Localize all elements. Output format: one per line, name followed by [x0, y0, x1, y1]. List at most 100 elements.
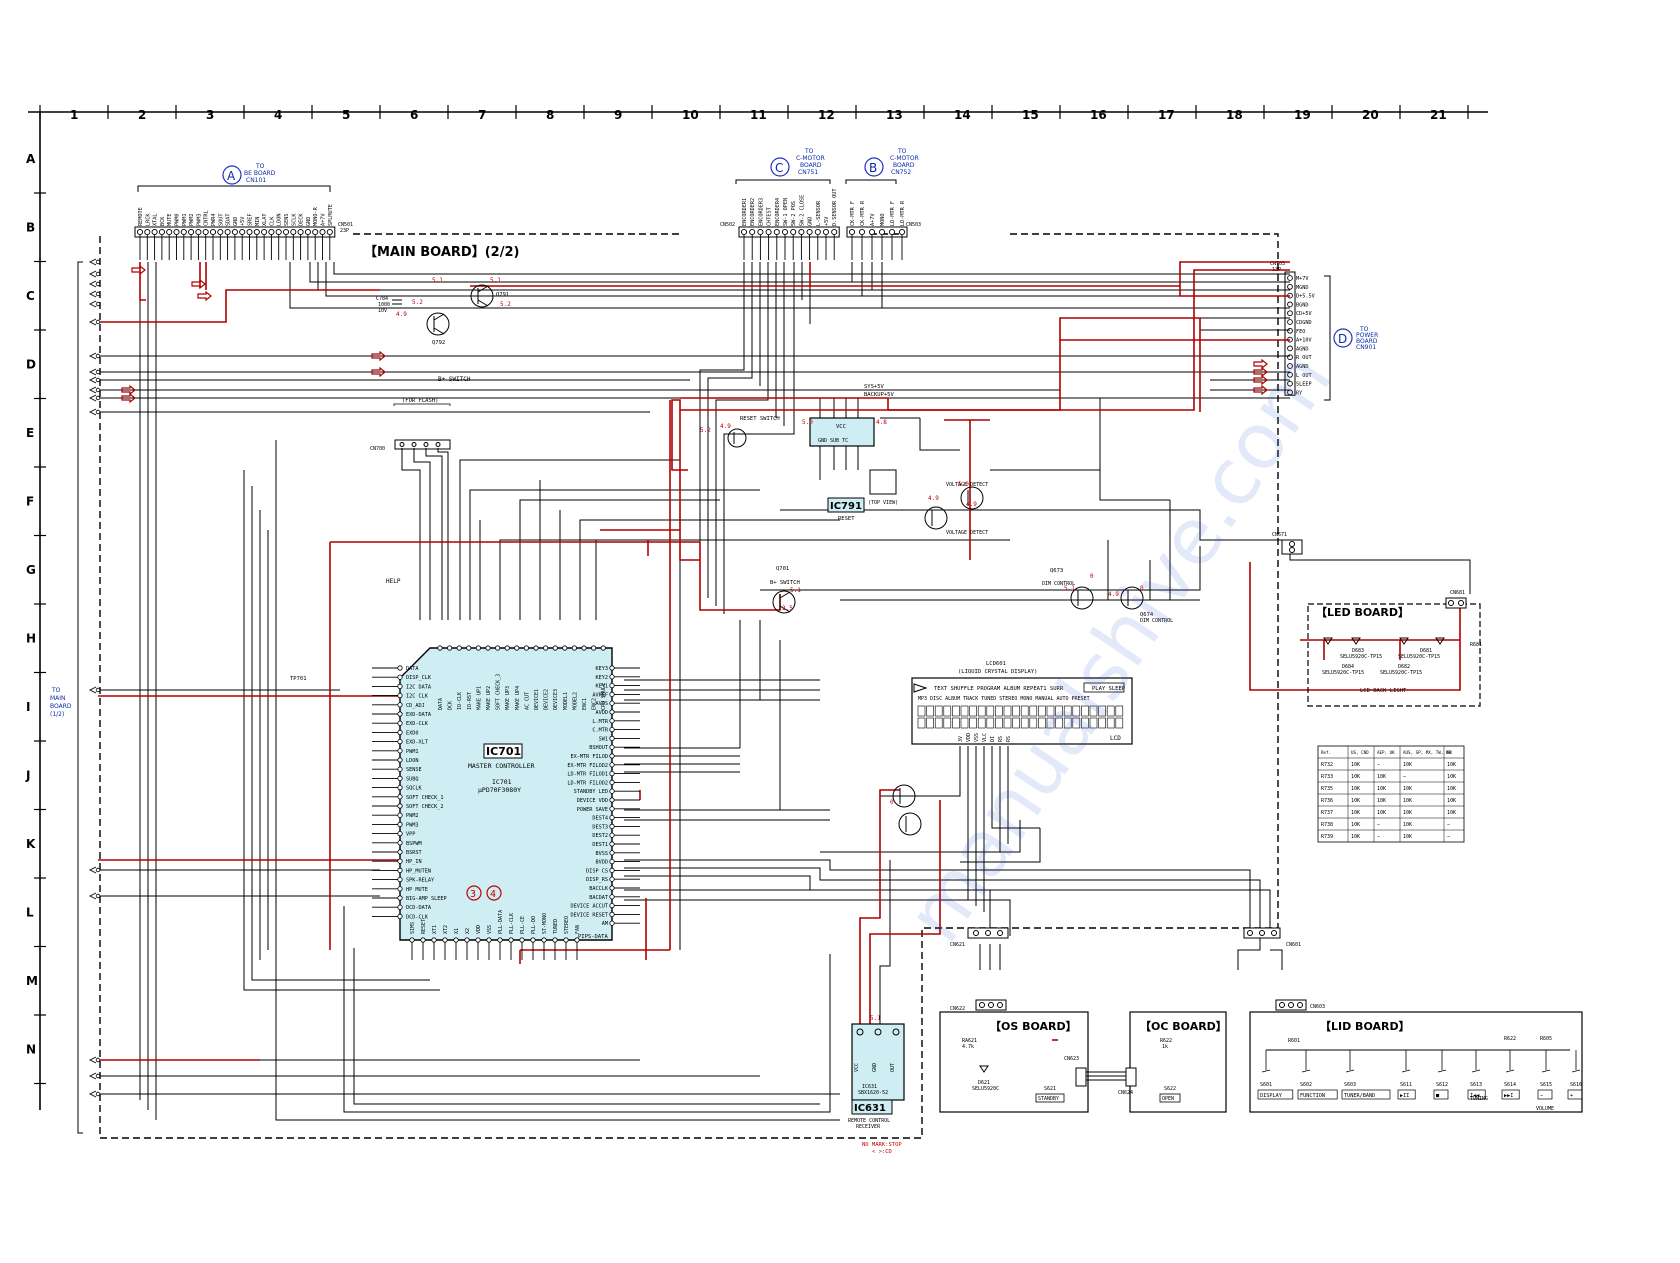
for-flash-label: (FOR FLASH) — [402, 398, 438, 404]
ic701-pin-top: DCK — [448, 701, 454, 710]
lid-button[interactable] — [1257, 1089, 1294, 1100]
pin-label: SDAT — [226, 214, 232, 227]
grid-frame — [28, 105, 1488, 1110]
lid-button[interactable] — [1501, 1089, 1520, 1100]
lid-button[interactable] — [1537, 1089, 1553, 1100]
ic701-pin-right: BACDAT — [589, 895, 608, 901]
signal-wires — [98, 262, 1471, 1121]
pin-label: M+7V — [1296, 276, 1309, 282]
q632-transistor — [898, 812, 922, 836]
d682-label: D682 — [1398, 664, 1410, 670]
lid-volume: VOLUME — [1536, 1106, 1554, 1112]
row-label: D — [26, 358, 36, 372]
pin-label: A+7V — [870, 214, 876, 227]
pin-label: 5W-2 CLOSE — [799, 195, 805, 226]
ic701-pin-bottom: PLL-CE — [520, 916, 526, 934]
os-ra: RA621 — [962, 1038, 977, 1044]
table-cell: — — [1403, 774, 1407, 780]
pin-label: D.SENSOR OUT — [832, 189, 838, 226]
table-cell: AEP, UK — [1377, 750, 1395, 755]
ic701-pin-right: DISP_RS — [586, 877, 608, 883]
pin-label: AGND — [1296, 364, 1309, 370]
lcd-row1: TEXT SHUFFLE PROGRAM ALBUM REPEAT1 SURR — [934, 686, 1064, 692]
ic701-pin-bottom: XT1 — [432, 925, 438, 934]
ic791: VCC GND SUB TC IC791 RESET (TOP VIEW) — [809, 417, 898, 522]
ic701-pin-left: SENSE — [406, 767, 422, 773]
q674-transistor — [1120, 586, 1144, 610]
open-button-label: OPEN — [1162, 1096, 1174, 1102]
ic701-pin-top: MAKE UP3 — [505, 686, 511, 710]
ic701-pin-left: HP_IN — [406, 859, 422, 865]
ic701-pin-right: DEVICE VDD — [577, 798, 608, 804]
ic701-pin-right: BVSS — [596, 851, 609, 857]
ic701-pin-top: MAKE UP2 — [486, 686, 492, 710]
oc-board: 【OC BOARD】 CN624 R622 1k S622 OPEN — [1118, 1011, 1227, 1113]
d681-part: SELU5920C-TP15 — [1398, 654, 1440, 660]
lid-button-label: I◀◀ — [1470, 1093, 1480, 1099]
table-cell: 10K — [1351, 762, 1360, 768]
connector-d-board2: BOARD — [1356, 338, 1378, 345]
lid-switch-label: S611 — [1400, 1082, 1412, 1088]
lid-switch-label: S613 — [1470, 1082, 1482, 1088]
ic701-pin-top: ENC2 — [592, 698, 598, 710]
ic701-pin-right: KEY2 — [596, 675, 609, 681]
lid-button[interactable] — [1567, 1089, 1583, 1100]
cn622-label: CN622 — [950, 1006, 965, 1012]
lid-switch-label: S612 — [1436, 1082, 1448, 1088]
ic701-pin-left: EXD-CLK — [406, 721, 429, 727]
pin-label: LD-MTR F — [890, 201, 896, 226]
open-button[interactable] — [1159, 1093, 1181, 1103]
connector-b-board2: BOARD — [893, 162, 915, 169]
voltage-value: 5.0 — [802, 419, 813, 426]
ic701-pin-right: AVDD — [596, 710, 609, 716]
table-cell: R736 — [1321, 798, 1333, 804]
connector-d-cn: CN901 — [1356, 344, 1376, 351]
tp701-label: TP701 — [290, 676, 307, 682]
table-cell: US, CND — [1351, 750, 1369, 755]
sys5v-label: SYS+5V — [864, 384, 885, 390]
lid-button[interactable] — [1433, 1089, 1449, 1100]
table-cell: R737 — [1321, 810, 1333, 816]
oc-s622: S622 — [1164, 1086, 1176, 1092]
lid-board: 【LID BOARD】 CN603 R601 R622 R605 S601DIS… — [1249, 999, 1583, 1113]
pin-label: FEO — [1296, 329, 1305, 335]
standby-button[interactable] — [1035, 1093, 1065, 1103]
table-cell: 10K — [1403, 762, 1412, 768]
c784-val: 1000 — [378, 302, 390, 308]
q792-label: Q792 — [432, 340, 445, 346]
lid-button[interactable] — [1467, 1089, 1486, 1100]
pin-label: SCLK — [291, 213, 297, 226]
pin-label: +5V — [824, 217, 830, 226]
lid-button[interactable] — [1397, 1089, 1416, 1100]
q631-transistor — [892, 784, 916, 808]
ic701-pin-right: SW1 — [599, 736, 608, 742]
pin-label: SPLMUTE — [328, 204, 334, 226]
pin-label: BGND — [1296, 302, 1309, 308]
pin-label: MGND — [1296, 285, 1309, 291]
lid-button[interactable] — [1341, 1089, 1391, 1100]
b-switch-label: B+ SWITCH — [438, 376, 471, 383]
column-label: 11 — [750, 108, 767, 122]
column-label: 9 — [614, 108, 622, 122]
voltage-value: 5.2 — [500, 301, 511, 308]
c784-label: C784 — [376, 296, 388, 302]
column-label: 3 — [206, 108, 214, 122]
pin-label: MUTE — [167, 214, 173, 227]
ic701-pin-bottom: XT2 — [443, 925, 449, 934]
ic701-pin-bottom: VDD — [476, 925, 482, 934]
lid-button[interactable] — [1297, 1089, 1338, 1100]
pin-label: A+7V — [321, 214, 327, 227]
table-cell: — — [1377, 834, 1381, 840]
power-wires — [98, 261, 1461, 1061]
table-cell: 10K — [1351, 822, 1360, 828]
lcd-pin: DI — [990, 736, 996, 742]
ic701-pin-left: BIG-AMP SLEEP — [406, 896, 447, 902]
connector-a-cn: CN101 — [246, 177, 266, 184]
main-to: TO — [51, 687, 61, 694]
ic701-pin-bottom: RESET — [421, 919, 427, 934]
voltage-value: 2.5 — [782, 605, 793, 612]
led-caption: LCD BACK LIGHT — [1360, 688, 1407, 694]
ic701-part2: μPD70F3080Y — [478, 786, 521, 794]
ic631-vcc: VCC — [854, 1063, 860, 1072]
